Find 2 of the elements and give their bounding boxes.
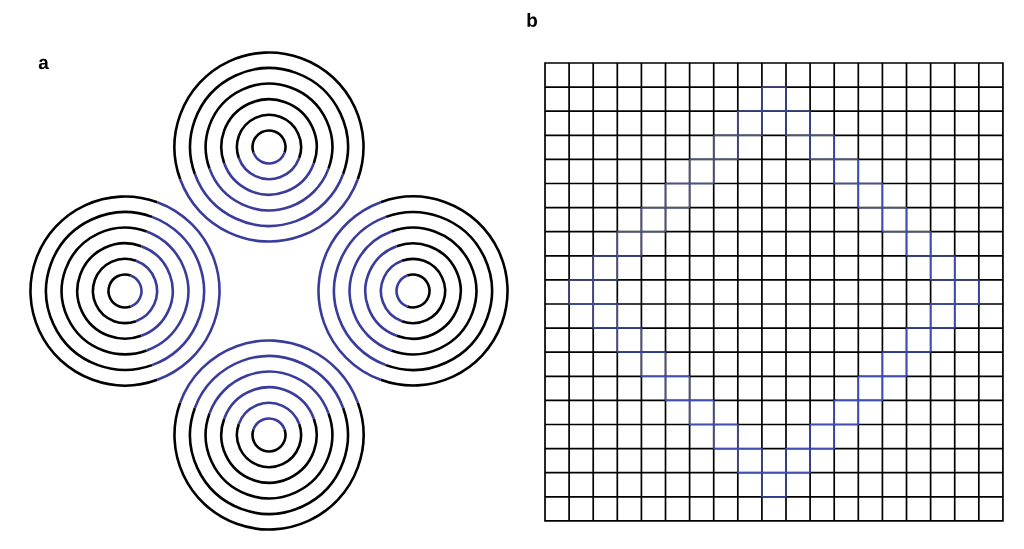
panel-label: b — [527, 13, 538, 27]
panel-label: a — [38, 58, 49, 70]
